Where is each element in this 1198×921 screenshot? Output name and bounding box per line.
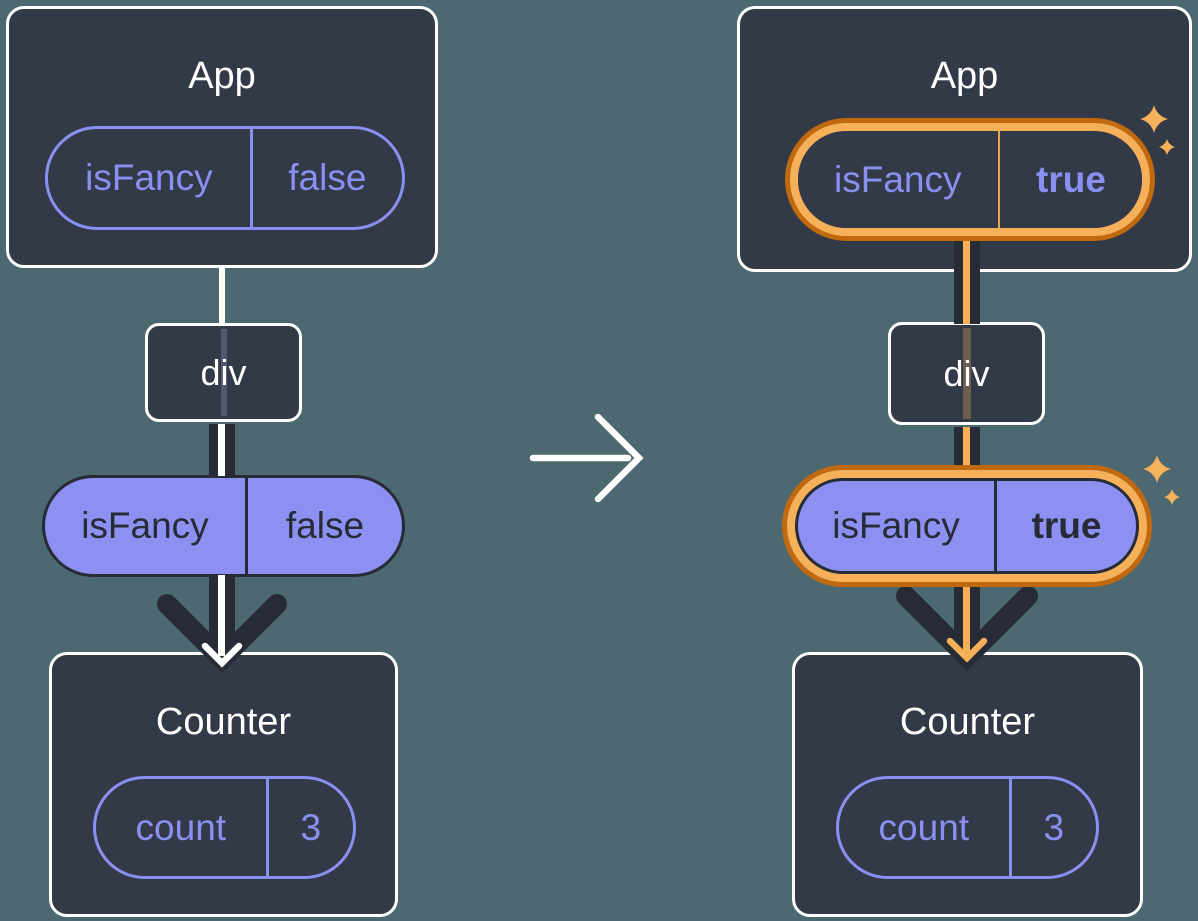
prop-flow-core	[218, 424, 225, 476]
pill-divider	[244, 478, 248, 574]
sparkle-icon	[1140, 105, 1168, 133]
pill-divider	[265, 779, 269, 876]
app-component-card: App isFancy false	[6, 6, 438, 268]
parent-child-connector	[219, 266, 225, 326]
app-state-pill: isFancy false	[45, 126, 405, 230]
pill-divider	[1008, 779, 1012, 876]
counter-component-card: Counter count 3	[49, 652, 398, 917]
transition-arrow-icon	[529, 413, 644, 503]
counter-state-pill: count 3	[836, 776, 1099, 879]
component-title: App	[188, 55, 256, 97]
highlighted-prop-pill: isFancy true	[782, 465, 1152, 587]
prop-value: true	[1031, 505, 1102, 546]
state-value: true	[1036, 158, 1106, 200]
counter-component-card: Counter count 3	[792, 652, 1143, 917]
highlight-ring: isFancy true	[790, 123, 1150, 236]
counter-state-pill: count 3	[93, 776, 356, 879]
app-component-card: App isFancy true	[737, 6, 1192, 272]
state-value: 3	[300, 806, 322, 848]
prop-flow-core	[963, 232, 970, 324]
prop-flow-core	[963, 583, 970, 653]
prop-value: false	[285, 505, 365, 546]
prop-key: isFancy	[81, 505, 209, 546]
prop-pill: isFancy false	[42, 475, 405, 577]
sparkle-icon	[1143, 455, 1171, 483]
sparkle-icon	[1159, 139, 1175, 155]
component-title: Counter	[899, 701, 1036, 743]
div-node-card: div	[888, 322, 1045, 425]
highlighted-app-state-pill: isFancy true	[785, 118, 1155, 241]
prop-flow-core	[218, 575, 225, 656]
state-key: isFancy	[85, 157, 213, 198]
component-title: Counter	[155, 701, 292, 743]
state-value: 3	[1043, 806, 1065, 848]
prop-key: isFancy	[832, 505, 960, 546]
state-value: false	[288, 157, 367, 198]
state-key: count	[135, 806, 227, 848]
state-key: isFancy	[834, 158, 962, 200]
pill-divider	[997, 131, 1001, 228]
down-arrow-icon	[157, 594, 287, 674]
sparkle-icon	[1164, 489, 1180, 505]
state-key: count	[878, 806, 970, 848]
down-arrow-icon	[896, 586, 1038, 672]
div-label: div	[943, 352, 990, 394]
prop-flow-core	[963, 427, 970, 479]
pill-divider	[994, 481, 998, 571]
component-title: App	[930, 55, 999, 97]
highlight-ring: isFancy true	[787, 470, 1147, 582]
div-node-card: div	[145, 323, 302, 422]
prop-flow-ghost-line	[962, 328, 971, 419]
div-label: div	[200, 351, 247, 393]
pill-divider	[249, 129, 253, 227]
prop-flow-ghost-line	[220, 329, 227, 416]
